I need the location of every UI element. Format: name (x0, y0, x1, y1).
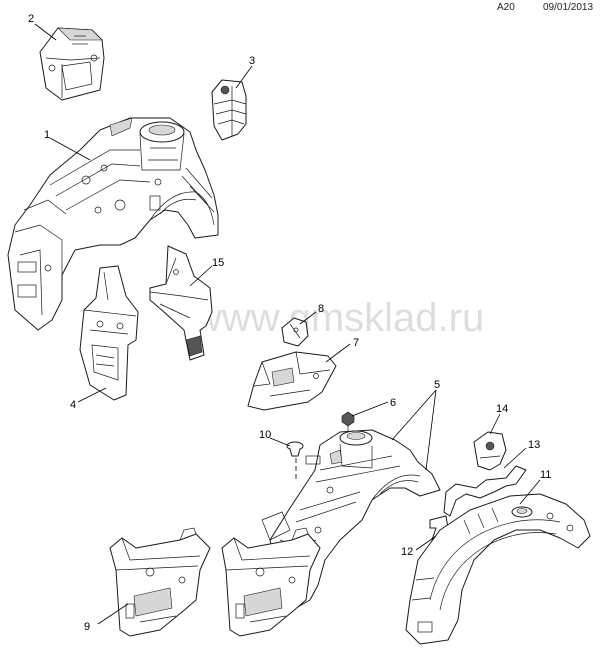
callout-2: 2 (28, 13, 34, 25)
callout-9: 9 (84, 621, 90, 633)
callout-7: 7 (353, 337, 359, 349)
watermark-text: www.gmsklad.ru (192, 296, 484, 340)
callout-8: 8 (318, 303, 324, 315)
leader-lines (34, 23, 541, 625)
diagram-date: 09/01/2013 (543, 2, 594, 13)
callout-6: 6 (390, 397, 396, 409)
part-15-reinforcement[interactable] (149, 245, 213, 361)
part-4-panel[interactable] (79, 265, 139, 401)
part-3-bracket[interactable] (211, 79, 247, 141)
part-14-bracket[interactable] (473, 431, 507, 471)
callout-13: 13 (528, 439, 540, 451)
diagram-code: A20 (497, 2, 515, 13)
part-7-panel[interactable] (247, 351, 337, 411)
callout-15: 15 (212, 257, 224, 269)
callout-1: 1 (44, 129, 50, 141)
callout-5: 5 (434, 379, 440, 391)
part-1-wheelhouse-assembly[interactable] (7, 117, 219, 331)
callout-4: 4 (70, 399, 76, 411)
callout-11: 11 (540, 469, 551, 481)
part-9-panel-right[interactable] (221, 527, 321, 637)
part-2-bracket[interactable] (39, 27, 105, 101)
part-6-nut[interactable] (341, 411, 355, 432)
callout-3: 3 (249, 55, 255, 67)
part-9-panel-left[interactable] (109, 527, 211, 637)
callout-12: 12 (401, 546, 413, 558)
callout-10: 10 (259, 429, 271, 441)
callout-labels: 2 3 1 15 8 7 4 5 6 14 10 13 11 12 9 (28, 13, 551, 633)
part-10-clip[interactable] (286, 441, 304, 457)
callout-14: 14 (496, 403, 508, 415)
part-11-outer-wheelhouse[interactable] (405, 493, 591, 645)
part-8-bracket[interactable] (281, 317, 309, 347)
part-13-strip[interactable] (443, 465, 527, 517)
